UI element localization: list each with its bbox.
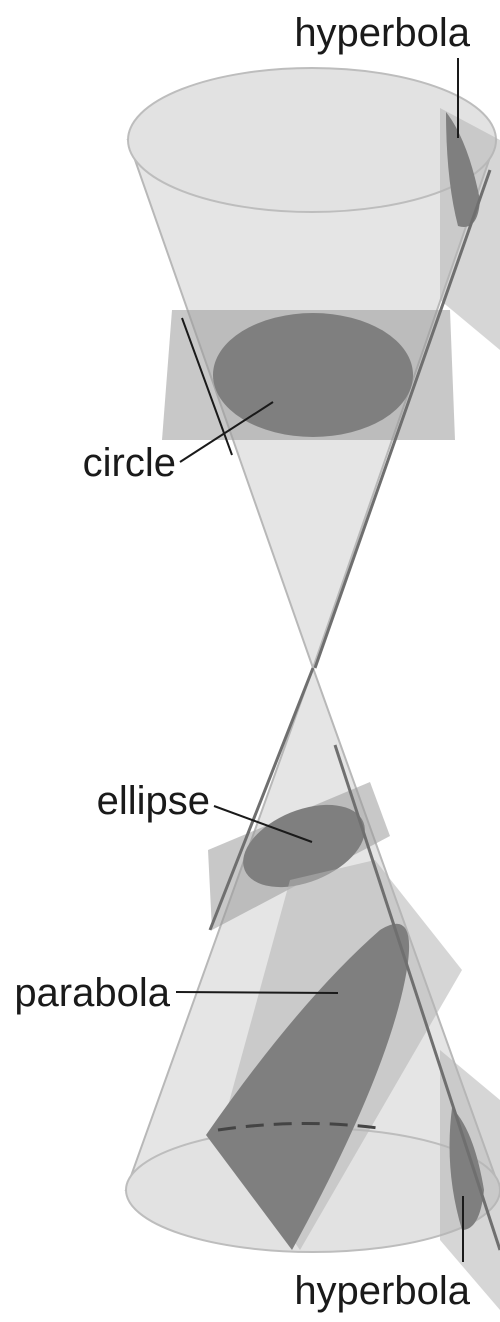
label-parabola-text: parabola: [14, 971, 170, 1015]
label-circle-text: circle: [83, 441, 176, 485]
label-hyperbola-top-text: hyperbola: [294, 11, 470, 55]
label-hyperbola-bottom-text: hyperbola: [294, 1269, 470, 1313]
circle-section: [213, 313, 413, 437]
circle-cut: [162, 310, 455, 440]
label-ellipse-text: ellipse: [97, 779, 210, 823]
